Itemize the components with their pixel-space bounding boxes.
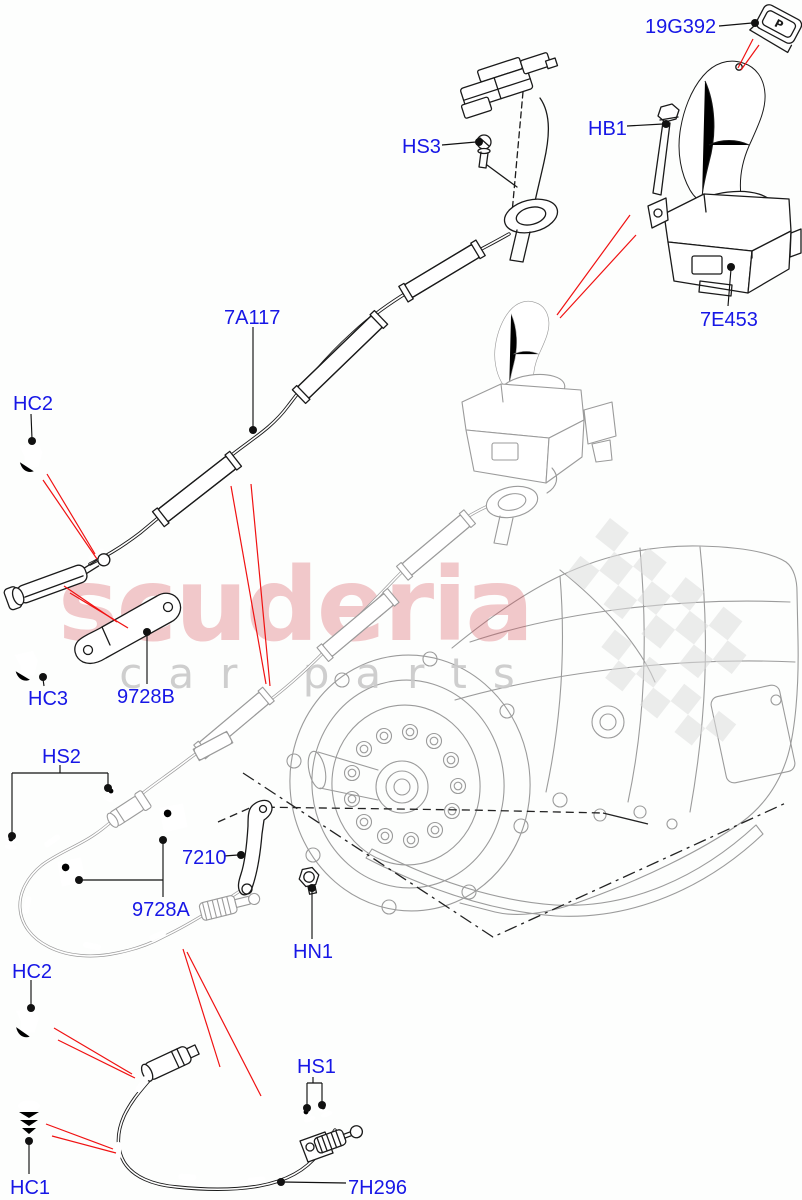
part-label-9728a[interactable]: 9728A <box>132 899 190 921</box>
cable-connector-part <box>460 52 559 119</box>
centerline <box>511 91 524 214</box>
park-button-part: P <box>749 4 802 54</box>
shift-cable-part-7a117 <box>3 232 511 611</box>
part-label-19g392[interactable]: 19G392 <box>645 16 716 38</box>
part-label-hn1[interactable]: HN1 <box>293 941 333 963</box>
screw-part-hs3 <box>476 134 518 188</box>
bolt-part-hb1 <box>652 103 680 196</box>
part-label-7h296[interactable]: 7H296 <box>348 1177 407 1199</box>
part-label-hc2-upper[interactable]: HC2 <box>13 393 53 415</box>
part-label-7a117[interactable]: 7A117 <box>224 307 280 329</box>
part-labels: 19G392 HB1 HS3 7A117 HC2 HC3 9728B HS2 7… <box>10 16 758 1199</box>
part-label-hs3[interactable]: HS3 <box>402 136 441 158</box>
shift-cable-ghost <box>17 467 558 961</box>
clip-part-hc1 <box>18 1100 40 1143</box>
select-cable-part-7h296 <box>109 1044 364 1194</box>
clip-part-hc2-upper <box>14 440 44 480</box>
part-label-hc1[interactable]: HC1 <box>10 1177 50 1199</box>
part-label-7e453[interactable]: 7E453 <box>700 309 758 331</box>
part-label-9728b[interactable]: 9728B <box>117 686 175 708</box>
phantom-lines <box>217 772 789 938</box>
part-label-hb1[interactable]: HB1 <box>588 118 627 140</box>
clip-part-hc3 <box>11 649 39 689</box>
shifter-module-part <box>647 60 802 297</box>
red-callout-lines <box>42 38 760 1154</box>
lever-part-7210 <box>237 799 273 896</box>
part-label-hc3[interactable]: HC3 <box>28 688 68 710</box>
brand-watermark: scuderia <box>58 546 532 665</box>
plate-part-9728a-a <box>159 803 188 833</box>
part-label-7210[interactable]: 7210 <box>182 847 227 869</box>
shifter-module-ghost <box>461 300 617 484</box>
part-label-hc2-lower[interactable]: HC2 <box>12 961 52 983</box>
grommet-part <box>503 198 559 263</box>
leader-lines <box>8 19 759 1186</box>
checkered-flag-watermark <box>565 518 747 746</box>
part-label-hs2[interactable]: HS2 <box>42 746 81 768</box>
part-label-hs1[interactable]: HS1 <box>297 1056 336 1078</box>
clip-part-hc2-lower <box>10 1005 41 1046</box>
cable-upper-run <box>533 97 549 207</box>
